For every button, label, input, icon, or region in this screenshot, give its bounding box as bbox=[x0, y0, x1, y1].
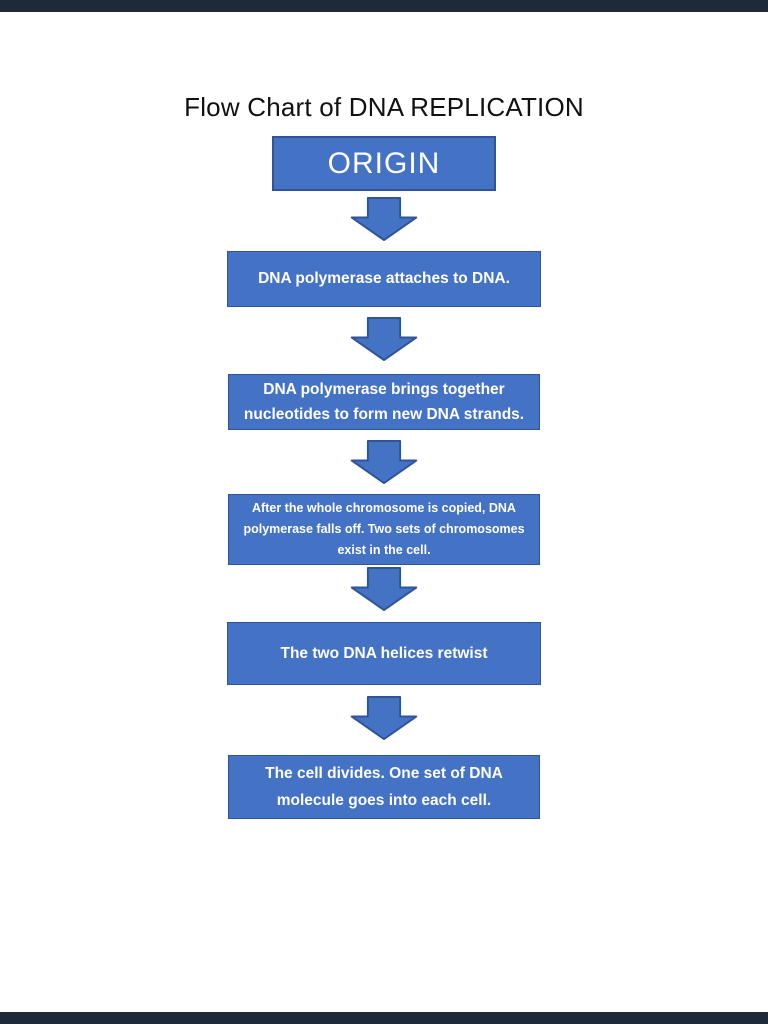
flow-node-step5: The cell divides. One set of DNA molecul… bbox=[228, 755, 540, 819]
flow-node-step3: After the whole chromosome is copied, DN… bbox=[228, 494, 540, 565]
flow-node-step1: DNA polymerase attaches to DNA. bbox=[227, 251, 541, 307]
down-arrow-icon bbox=[350, 696, 418, 740]
flow-node-step2-label: DNA polymerase brings together nucleotid… bbox=[243, 381, 525, 423]
flow-node-step4: The two DNA helices retwist bbox=[227, 622, 541, 685]
flow-node-step5-label: The cell divides. One set of DNA molecul… bbox=[265, 765, 503, 809]
viewer-letterbox-top bbox=[0, 0, 768, 12]
flow-node-step4-label: The two DNA helices retwist bbox=[280, 644, 488, 662]
flow-node-origin: ORIGIN bbox=[272, 136, 496, 191]
flow-node-step3-label: After the whole chromosome is copied, DN… bbox=[243, 501, 525, 557]
down-arrow-icon bbox=[350, 440, 418, 484]
flow-node-step1-label: DNA polymerase attaches to DNA. bbox=[258, 270, 510, 287]
down-arrow-icon bbox=[350, 567, 418, 611]
flowchart-title: Flow Chart of DNA REPLICATION bbox=[184, 92, 584, 122]
flow-node-origin-label: ORIGIN bbox=[327, 146, 441, 180]
flow-node-step2: DNA polymerase brings together nucleotid… bbox=[228, 374, 540, 430]
down-arrow-icon bbox=[350, 317, 418, 361]
viewer-letterbox-bottom bbox=[0, 1012, 768, 1024]
down-arrow-icon bbox=[350, 197, 418, 241]
